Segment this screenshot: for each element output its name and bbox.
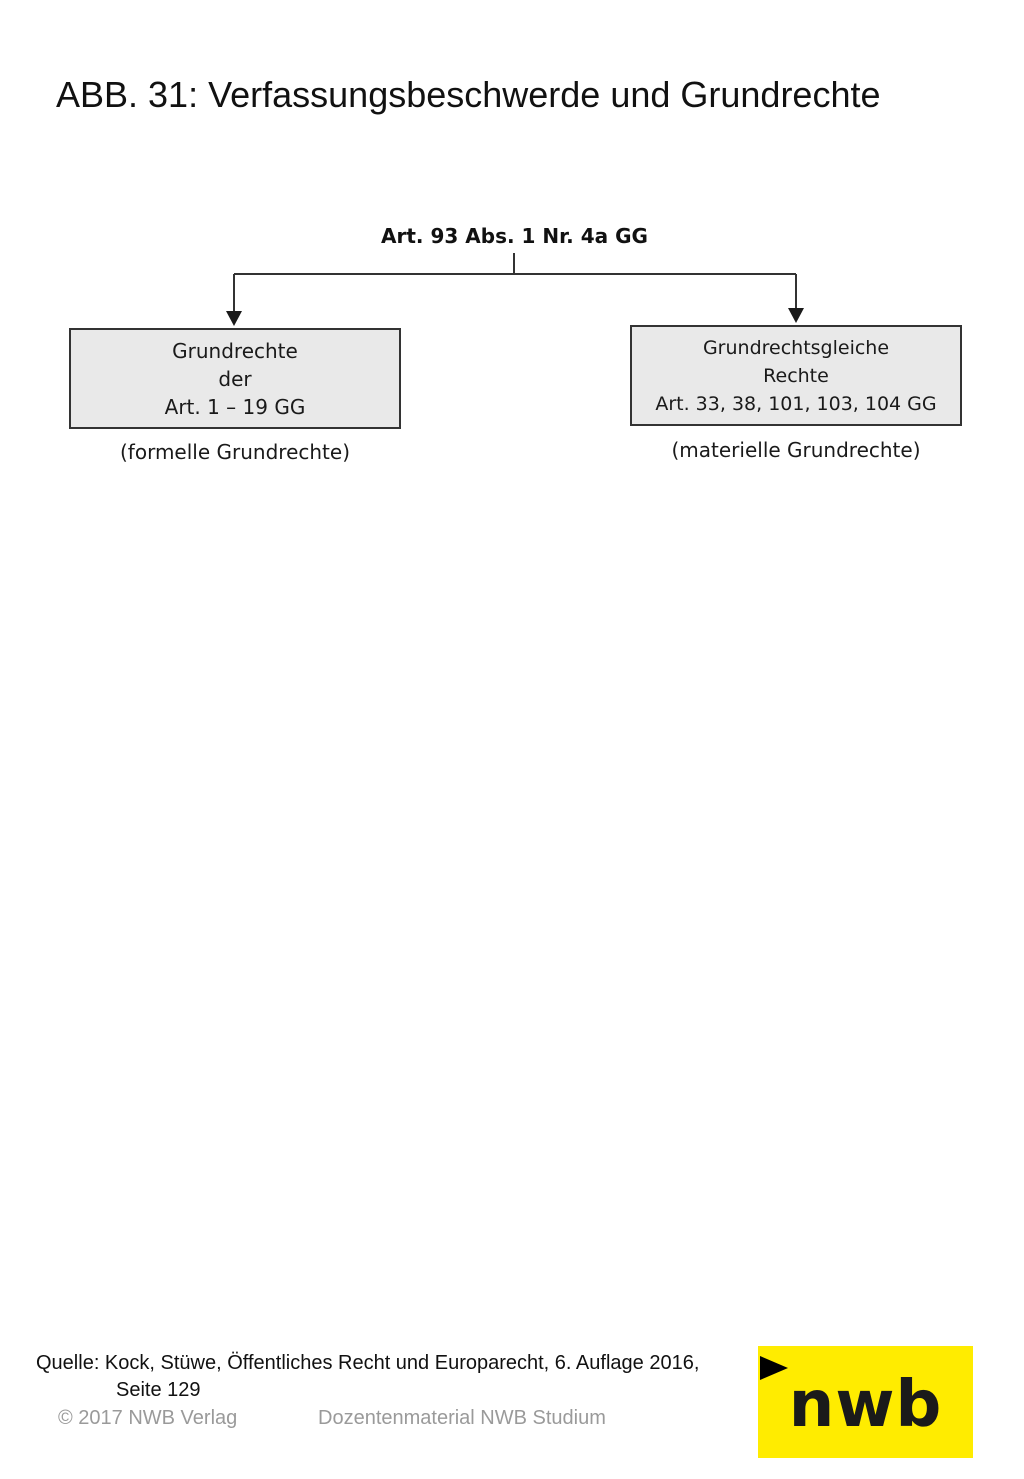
box-formelle-grundrechte: Grundrechte der Art. 1 – 19 GG xyxy=(69,328,401,429)
source-line-2: Seite 129 xyxy=(116,1379,201,1401)
left-arrowhead xyxy=(226,311,242,326)
box-grundrechtsgleiche-rechte: Grundrechtsgleiche Rechte Art. 33, 38, 1… xyxy=(630,325,962,426)
box-right-line-2: Rechte xyxy=(763,364,829,387)
note-formelle-grundrechte: (formelle Grundrechte) xyxy=(120,440,350,464)
slide-title: ABB. 31: Verfassungsbeschwerde und Grund… xyxy=(56,74,881,115)
box-right-line-3: Art. 33, 38, 101, 103, 104 GG xyxy=(655,392,937,415)
nwb-logo: nwb xyxy=(758,1346,973,1458)
note-materielle-grundrechte: (materielle Grundrechte) xyxy=(671,438,921,462)
footer-course-label: Dozentenmaterial NWB Studium xyxy=(318,1407,606,1429)
diagram-connectors xyxy=(226,253,804,326)
box-left-line-3: Art. 1 – 19 GG xyxy=(164,394,306,419)
source-line-1: Quelle: Kock, Stüwe, Öffentliches Recht … xyxy=(36,1352,700,1374)
nwb-logo-text: nwb xyxy=(788,1368,943,1442)
box-left-line-1: Grundrechte xyxy=(172,338,298,363)
play-icon[interactable] xyxy=(758,1355,790,1381)
diagram-root-label: Art. 93 Abs. 1 Nr. 4a GG xyxy=(381,224,648,248)
box-left-line-2: der xyxy=(218,366,252,391)
source-citation: Quelle: Kock, Stüwe, Öffentliches Recht … xyxy=(36,1350,699,1404)
box-right-line-1: Grundrechtsgleiche xyxy=(702,336,890,359)
right-arrowhead xyxy=(788,308,804,323)
footer-copyright: © 2017 NWB Verlag xyxy=(58,1407,238,1429)
